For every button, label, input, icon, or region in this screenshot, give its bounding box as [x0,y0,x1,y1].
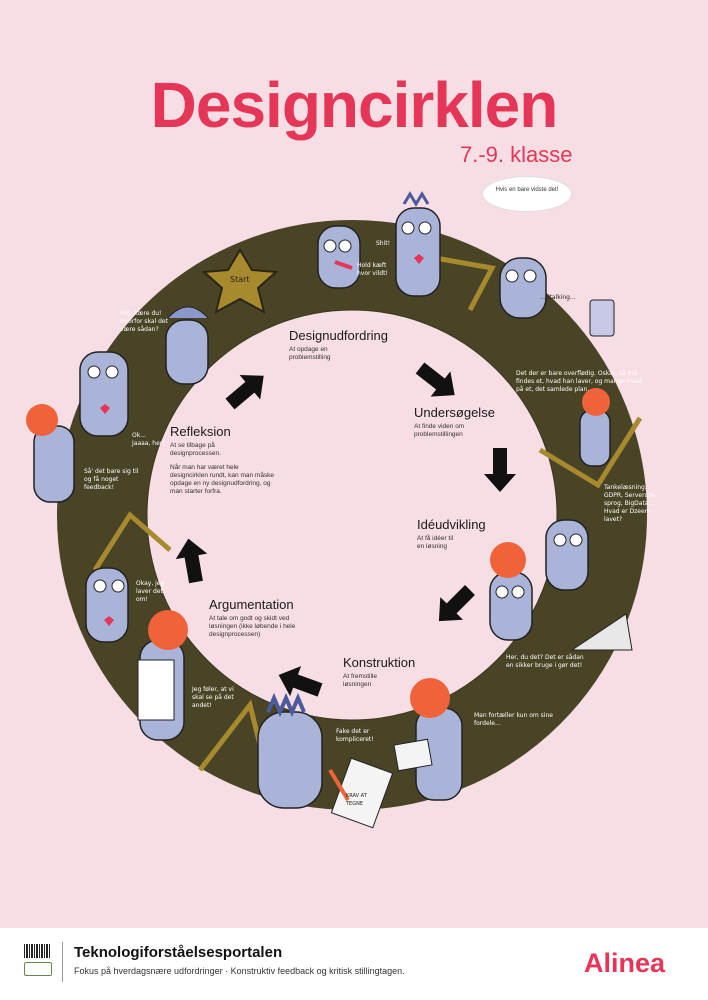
ring-chevron [92,511,172,572]
stage-undersogelse-desc: At finde viden om problemstillingen [414,423,465,438]
character-reflect-bottom [26,404,75,503]
annotation-fake: Fake det er kompliceret! [336,728,374,743]
annotation-research: Det der er bare overflødig. Oskar, så må… [516,370,642,393]
character-reflect-mid [165,306,209,385]
thought-bubble: Hvis en bare vidste det! [482,176,572,212]
annotation-shit: Shit! [376,240,391,247]
annotation-argue: Jeg føler, at vi skal se på det andet! [192,686,234,709]
annotation-paper: KRAV AT TEGNE [346,793,367,807]
stage-konstruktion-desc: At fremstille løsningen [343,673,377,688]
character-top-right [395,191,441,297]
footer-divider [62,942,63,982]
annotation-ok: Ok... Jaaaa, her! [132,432,165,447]
character-idea-left [489,542,533,641]
annotation-hand: Man fortæller kun om sine fordele... [474,712,553,727]
stage-refleksion-extra: Når man har været hele designcirklen run… [170,464,275,495]
arrow-argumentation-to-refleksion [175,538,208,584]
character-researcher [579,388,611,467]
arrow-designudfordring-to-undersogelse [415,362,455,397]
stage-designudfordring-desc: At opdage en problemstilling [289,346,331,361]
arrow-konstruktion-to-argumentation [278,666,323,697]
barcode-icon [24,944,50,958]
stage-ideudvikling-desc: At få idéer til en løsning [417,535,454,550]
footer: Teknologiforståelsesportalen Fokus på hv… [0,928,708,1000]
character-argue-right [137,610,188,741]
ring-inner-outline [146,309,558,721]
arrow-undersogelse-to-ideudvikling [484,448,516,492]
character-top-left [317,225,361,289]
annotation-tech: Tankelæsning, GDPR, Serverum-sprog, BigD… [604,484,657,523]
ring-chevron [434,255,496,312]
certification-icon [24,962,52,976]
character-phone-stalker [499,257,615,337]
annotation-okay: Okay, jeg laver det om! [136,580,165,603]
character-builder [393,678,463,801]
stage-ideudvikling-title: Idéudvikling [417,517,486,532]
arrow-refleksion-to-designudfordring [225,375,264,410]
stage-konstruktion-title: Konstruktion [343,655,416,670]
annotation-email: Hej, Kære du! Hvorfor skal det være såda… [120,310,168,333]
annotation-start: Start [230,275,250,284]
character-idea-right [545,519,633,651]
ring-chevron [538,416,643,489]
ring-chevron [198,699,263,772]
poster-subtitle: 7.-9. klasse [460,142,573,167]
stage-designudfordring-title: Designudfordring [289,328,389,343]
brand-logo: Alinea [584,948,666,978]
annotation-heyjep: Her, du det? Det er sådan en sikker brug… [506,654,584,669]
character-argue-left [85,567,129,643]
start-star-icon [201,248,279,314]
character-reflect-left [79,351,129,437]
stage-argumentation-title: Argumentation [209,597,294,612]
stage-refleksion-title: Refleksion [170,424,231,439]
stage-refleksion-desc: At se tilbage på designprocessen. [170,442,221,457]
stage-argumentation-desc: At tale om godt og skidt ved løsningen (… [209,615,296,638]
thought-bubble-text: Hvis en bare vidste det! [495,187,559,193]
arrow-ideudvikling-to-konstruktion [438,585,475,622]
annotation-feedback: Så' det bare sig til og få noget feedbac… [84,468,139,491]
character-writer [257,692,394,829]
annotation-hold-kaeft: Hold kæft hvor vildt! [357,262,388,277]
stage-undersogelse-title: Undersøgelse [414,405,495,420]
footer-title: Teknologiforståelsesportalen [74,944,283,961]
poster-title: Designcirklen [150,69,559,141]
footer-subtitle: Fokus på hverdagsnære udfordringer · Kon… [74,966,405,976]
annotation-stalking: ...Stalking... [540,294,576,301]
